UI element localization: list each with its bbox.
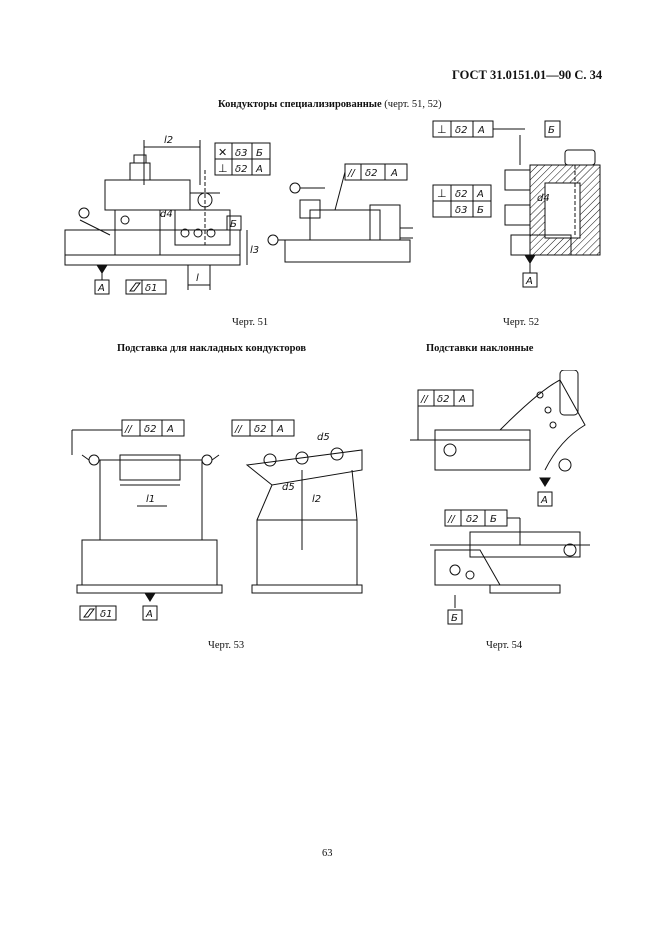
- delta1-label: δ1: [145, 283, 157, 294]
- datum-a-label-52: А: [477, 125, 485, 136]
- delta2-label-54: δ2: [437, 394, 449, 405]
- section-title-text: Кондукторы специализированные: [218, 99, 382, 110]
- parallel-symbol-53b: //: [234, 424, 243, 435]
- drawing-fig52: ⊥ δ2 А Б ⊥ δ2 А δ3 Б d4 А: [432, 120, 601, 288]
- datum-a-label-53: А: [166, 424, 174, 435]
- caption-fig54: Черт. 54: [486, 640, 523, 651]
- datum-a-label-side: А: [390, 168, 398, 179]
- dim-d4-52: d4: [537, 193, 550, 204]
- dim-l1: l1: [146, 494, 155, 505]
- drawing-fig53: // δ2 А l1 δ1 А // δ2 А d5 d5 l2: [71, 419, 363, 621]
- parallel-symbol-54: //: [420, 394, 429, 405]
- section-title-tilting-stands: Подставки наклонные: [426, 343, 534, 354]
- delta3-label: δ3: [235, 148, 247, 159]
- parallel-symbol-54b: //: [447, 514, 456, 525]
- delta2-label-52: δ2: [455, 125, 467, 136]
- section-title-ref: (черт. 51, 52): [384, 99, 442, 110]
- delta1-label-53: δ1: [100, 609, 112, 620]
- datum-a-box-53: А: [145, 609, 153, 620]
- datum-a-label-52b: А: [476, 189, 484, 200]
- section-title-specialized-jigs: Кондукторы специализированные (черт. 51,…: [218, 99, 442, 110]
- cross-symbol: ✕: [218, 146, 227, 159]
- delta3-label-52: δ3: [455, 205, 467, 216]
- caption-fig51: Черт. 51: [232, 317, 269, 328]
- dim-d5: d5: [317, 432, 330, 443]
- dim-l: l: [196, 273, 199, 284]
- delta2-label: δ2: [235, 164, 247, 175]
- delta2-label-side: δ2: [365, 168, 377, 179]
- dim-l2-53: l2: [312, 494, 321, 505]
- drawing-fig54: // δ2 А А // δ2 Б Б: [410, 370, 590, 625]
- datum-a-box-52: А: [525, 276, 533, 287]
- perp-symbol-52: ⊥: [437, 123, 447, 136]
- datum-a-box: А: [97, 283, 105, 294]
- delta2-label-54b: δ2: [466, 514, 478, 525]
- drawing-fig51: ✕ ⊥ δ3 δ2 Б А l2 d4 Б l3 l А δ1: [64, 135, 271, 295]
- datum-b-label-54: Б: [490, 514, 497, 525]
- dim-d5-b: d5: [282, 482, 295, 493]
- caption-fig53: Черт. 53: [208, 640, 245, 651]
- dim-d4: d4: [160, 209, 173, 220]
- datum-a-label-54: А: [458, 394, 466, 405]
- datum-b-box-54: Б: [451, 613, 458, 624]
- caption-fig52: Черт. 52: [503, 317, 540, 328]
- datum-a-label-53b: А: [276, 424, 284, 435]
- parallel-symbol-53: //: [124, 424, 133, 435]
- datum-b-box: Б: [230, 219, 237, 230]
- datum-b-label: Б: [256, 148, 263, 159]
- datum-a-label: А: [255, 164, 263, 175]
- delta2-label-52b: δ2: [455, 189, 467, 200]
- document-id: ГОСТ 31.0151.01—90 С. 34: [452, 68, 603, 82]
- datum-b-label-52: Б: [548, 125, 555, 136]
- delta2-label-53b: δ2: [254, 424, 266, 435]
- drawing-fig51-side: // δ2 А: [267, 163, 413, 263]
- dim-l3: l3: [250, 245, 259, 256]
- parallel-symbol: //: [347, 168, 356, 179]
- dim-l2: l2: [164, 135, 173, 146]
- page-number: 63: [322, 848, 333, 859]
- datum-b-label-52b: Б: [477, 205, 484, 216]
- perp-symbol-52b: ⊥: [437, 187, 447, 200]
- delta2-label-53: δ2: [144, 424, 156, 435]
- datum-a-box-54: А: [540, 495, 548, 506]
- section-title-jig-stand: Подставка для накладных кондукторов: [117, 343, 307, 354]
- perp-symbol: ⊥: [218, 162, 228, 175]
